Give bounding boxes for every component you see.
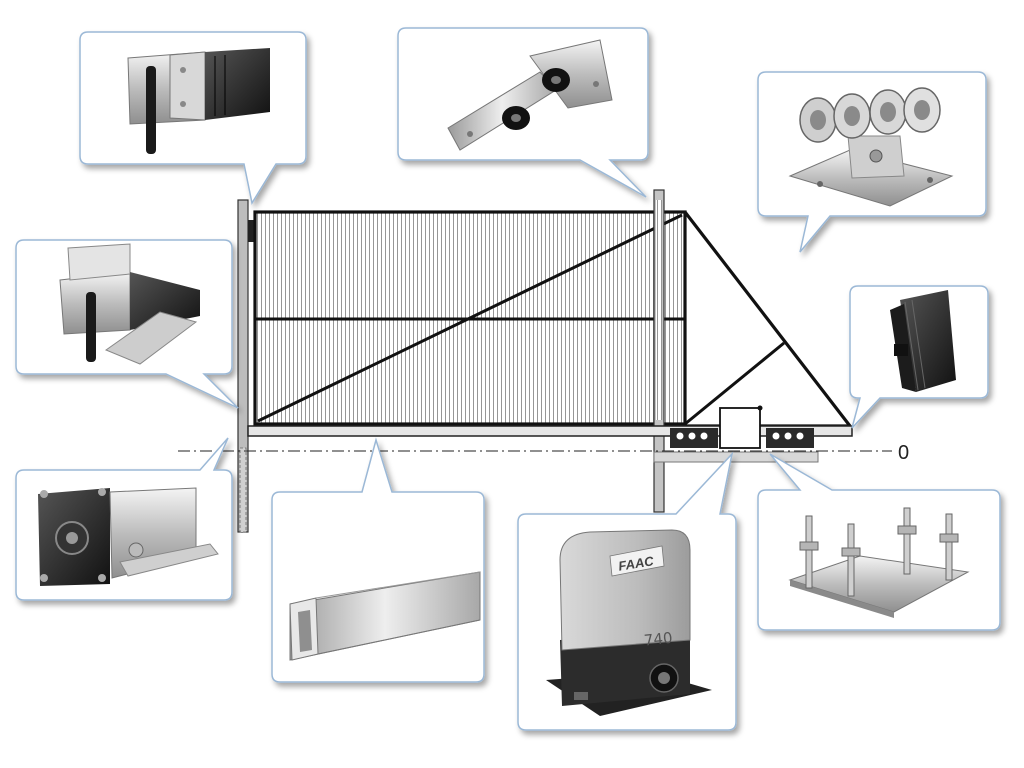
roller-carriage-icon <box>788 87 954 207</box>
right-post-slats <box>656 200 662 420</box>
foundation-slab <box>653 451 819 463</box>
tail-upper-edge <box>683 211 852 427</box>
carriage-right <box>766 428 814 448</box>
tail-brace <box>684 341 785 426</box>
carriage-left <box>670 428 718 448</box>
mounting-plate-bolts-icon <box>788 507 970 618</box>
end-roller-icon <box>38 487 219 586</box>
rubber-end-plug-icon <box>890 290 956 392</box>
guide-beam-profile-icon <box>289 571 481 661</box>
gate-diagonal-brace <box>257 213 683 423</box>
operator-model-label: 740 <box>643 629 673 650</box>
left-post-foundation <box>239 447 247 533</box>
ground-level-label: 0 <box>898 442 909 464</box>
gate-drawing: 0 <box>178 189 909 533</box>
top-guide-roller-bracket-icon <box>447 39 613 151</box>
upper-catcher-bracket-icon <box>127 48 270 154</box>
motor-box <box>719 407 761 449</box>
gate-operator-motor-icon: FAAC 740 <box>546 529 712 716</box>
lower-catcher-bracket-icon <box>59 243 200 365</box>
operator-brand-label: FAAC <box>617 553 655 573</box>
guide-beam-line <box>247 425 853 437</box>
